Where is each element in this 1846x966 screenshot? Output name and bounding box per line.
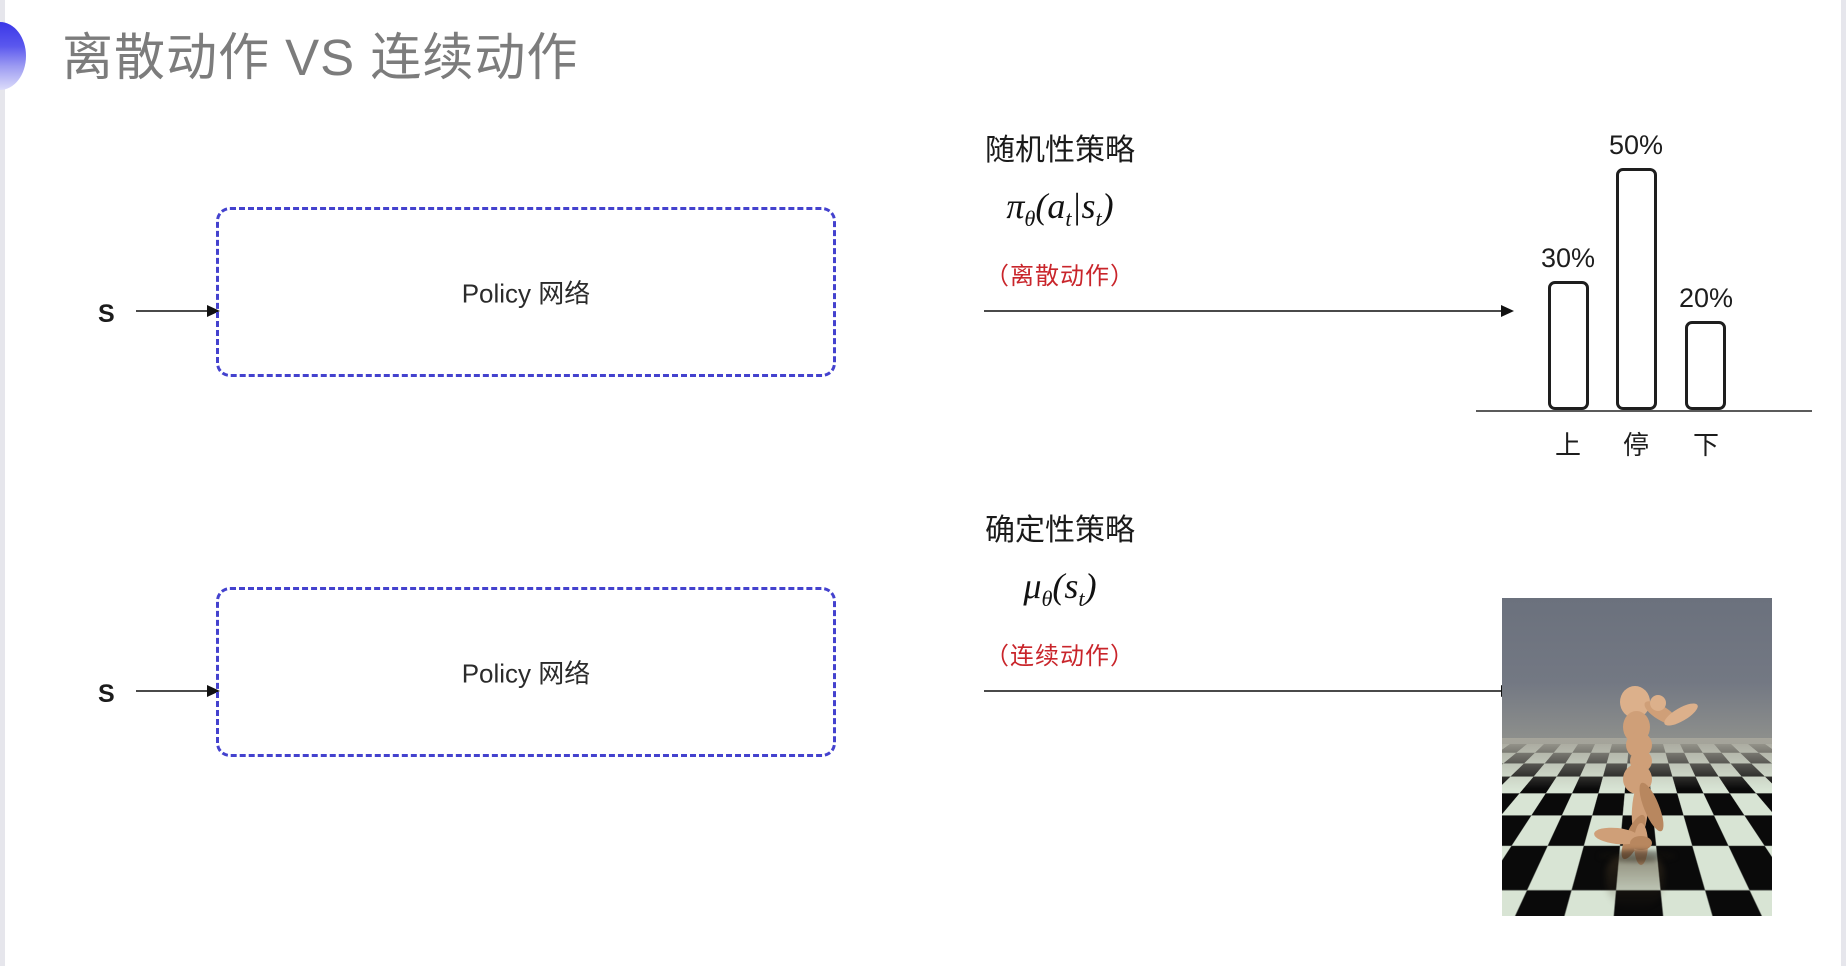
action-probability-bar-chart: 30% 上 50% 停 20% 下: [1470, 95, 1820, 460]
formula-close-paren: ): [1101, 186, 1114, 226]
formula-t-sub-1: t: [1065, 206, 1072, 232]
formula-close-paren-b: ): [1084, 566, 1097, 606]
bar-value-0: 30%: [1540, 243, 1596, 273]
page-title: 离散动作 VS 连续动作: [62, 29, 579, 86]
bar-category-2: 下: [1692, 430, 1720, 460]
policy-network-box-bottom[interactable]: Policy 网络: [216, 587, 836, 757]
left-edge-strip: [0, 0, 5, 966]
formula-theta-sub-b: θ: [1041, 586, 1053, 612]
humanoid-reflection: [1606, 856, 1664, 910]
bar-2: [1685, 321, 1726, 410]
bar-category-1: 停: [1622, 430, 1650, 460]
state-input-label-top: S: [98, 300, 115, 328]
deterministic-policy-title: 确定性策略: [985, 514, 1135, 547]
bar-0: [1548, 281, 1589, 410]
stochastic-policy-formula: πθ(at|st): [900, 183, 1220, 233]
formula-mid-s: |s: [1071, 186, 1096, 226]
formula-open-a: (a: [1035, 186, 1066, 226]
humanoid-hand: [1650, 695, 1666, 711]
deterministic-policy-formula: μθ(st): [900, 563, 1220, 613]
humanoid-simulation-image: [1502, 598, 1772, 916]
title-bullet-icon: [0, 22, 26, 90]
right-edge-strip: [1841, 0, 1846, 966]
stochastic-policy-title: 随机性策略: [985, 134, 1135, 167]
formula-theta-sub: θ: [1024, 206, 1036, 232]
bar-value-2: 20%: [1678, 283, 1734, 313]
arrow-policy-to-output-top: [984, 302, 1514, 320]
policy-network-box-top[interactable]: Policy 网络: [216, 207, 836, 377]
formula-mu: μ: [1023, 566, 1042, 606]
state-input-label-bottom: S: [98, 680, 115, 708]
bar-1: [1616, 168, 1657, 410]
arrow-state-to-policy-bottom: [136, 682, 220, 700]
formula-open-s: (s: [1052, 566, 1079, 606]
discrete-action-note: （离散动作）: [985, 263, 1135, 291]
policy-network-label-bottom: Policy 网络: [461, 658, 591, 689]
continuous-action-note: （连续动作）: [985, 643, 1135, 671]
arrow-state-to-policy-top: [136, 302, 220, 320]
humanoid-foot: [1630, 836, 1652, 850]
bar-value-1: 50%: [1608, 130, 1664, 160]
policy-network-label-top: Policy 网络: [461, 278, 591, 309]
stochastic-policy-annotation: 随机性策略 πθ(at|st) （离散动作）: [900, 133, 1220, 292]
chart-baseline-axis: [1476, 410, 1812, 412]
deterministic-policy-annotation: 确定性策略 μθ(st) （连续动作）: [900, 513, 1220, 672]
formula-t-sub-2: t: [1095, 206, 1102, 232]
formula-t-sub-b: t: [1078, 586, 1085, 612]
arrow-policy-to-output-bottom: [984, 682, 1514, 700]
humanoid-figure: [1502, 598, 1772, 916]
formula-pi: π: [1006, 186, 1025, 226]
bar-category-0: 上: [1554, 430, 1582, 460]
